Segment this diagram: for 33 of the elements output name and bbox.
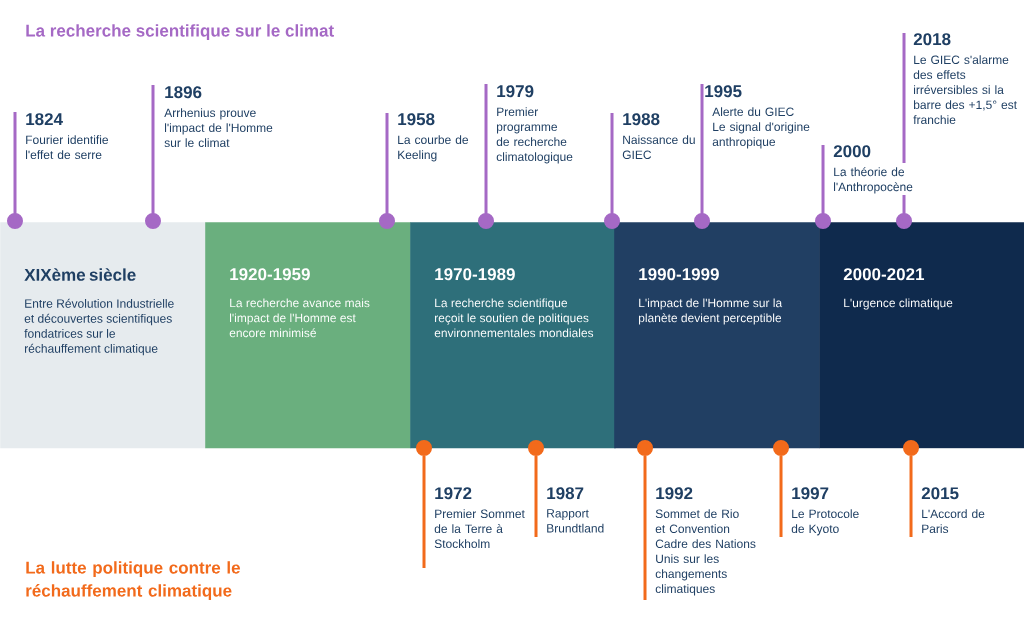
period-band: 1990-1999 L'impact de l'Homme sur la planète devient perceptible	[614, 222, 820, 449]
event-description: La courbe de Keeling	[398, 135, 469, 162]
event-description: Arrhenius prouve l'impact de l'Homme sur le climat	[164, 108, 273, 147]
year-label: 2015	[921, 487, 959, 500]
section-title: La recherche scientifique sur le climat	[26, 24, 334, 41]
event-description: La théorie de l'Anthropocène	[834, 167, 913, 194]
event-description: Alerte du GIEC Le signal d'origine anthropique	[712, 107, 810, 149]
period-band: 1970-1989 La recherche scientifique reçoit le soutien de politiques environnementales mondiales	[410, 222, 616, 449]
event-description: Rapport Brundtland	[547, 509, 604, 533]
year-label: 1995	[705, 85, 742, 98]
period-band: XIXème siècle Entre Révolution Industrielle et découvertes scientifiques fondatrices sur le réchauffement climatique	[0, 222, 206, 449]
year-label: 2000	[833, 145, 871, 158]
event-description: L'Accord de Paris	[922, 509, 985, 533]
year-label: 1896	[165, 86, 202, 99]
event-description: Sommet de Rio et Convention Cadre des Nations Unis sur les changements climatiques	[655, 509, 756, 596]
event-description: Premier programme de recherche climatologique	[496, 107, 573, 164]
year-label: 1824	[26, 113, 63, 126]
year-label: 1997	[792, 487, 829, 500]
period-band: 2000-2021 L'urgence climatique	[819, 222, 1024, 449]
year-label: 1972	[435, 487, 472, 500]
year-label: 1992	[656, 487, 693, 500]
event-description: Naissance du GIEC	[622, 135, 695, 159]
event-description: Fourier identifie l'effet de serre	[26, 135, 108, 159]
event-description: Premier Sommet de la Terre à Stockholm	[434, 509, 525, 548]
year-label: 1987	[547, 487, 584, 500]
event-description: Le Protocole de Kyoto	[791, 509, 859, 536]
year-label: 1988	[623, 113, 660, 126]
year-label: 2018	[913, 33, 951, 46]
year-label: 1958	[398, 113, 435, 126]
event-description: Le GIEC s'alarme des effets irréversibles si la barre des +1,5° est franchie	[913, 55, 1017, 124]
period-band: 1920-1959 La recherche avance mais l'impact de l'Homme est encore minimisé	[205, 222, 411, 449]
year-label: 1979	[497, 85, 534, 98]
section-title: La lutte politique contre le réchauffement climatique	[26, 561, 240, 601]
